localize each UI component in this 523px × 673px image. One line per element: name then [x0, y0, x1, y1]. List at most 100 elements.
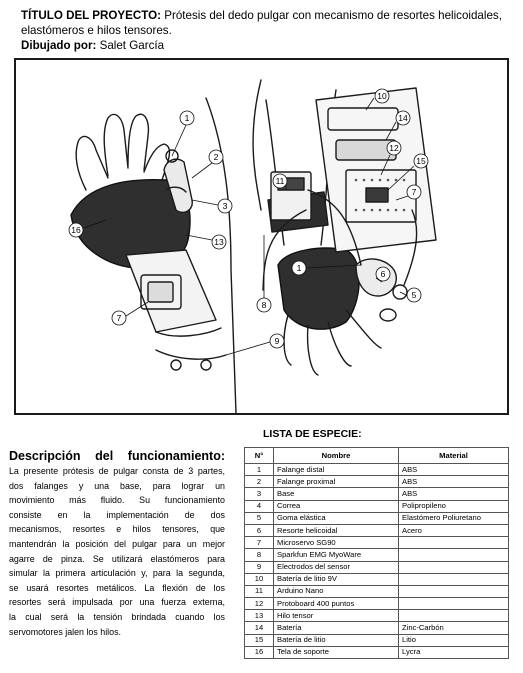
cell-number: 1 [245, 464, 274, 476]
description-line: dos falanges y una base, para lograr un [9, 479, 225, 494]
table-row: 10Batería de litio 9V [245, 573, 509, 585]
project-title-continued: elastómeros e hilos tensores. [21, 23, 511, 38]
cell-number: 5 [245, 512, 274, 524]
cell-number: 3 [245, 488, 274, 500]
left-servo-motor [148, 282, 173, 302]
cell-name: Batería de litio 9V [274, 573, 399, 585]
table-row: 4CorreaPolipropileno [245, 500, 509, 512]
cell-name: Goma elástica [274, 512, 399, 524]
species-table-header: N° Nombre Material [245, 448, 509, 464]
callout-label: 1 [185, 113, 190, 123]
callout-label: 12 [389, 143, 399, 153]
cell-material: ABS [399, 476, 509, 488]
callout-label: 14 [398, 113, 408, 123]
cell-name: Electrodos del sensor [274, 561, 399, 573]
prosthesis-drawing: 1 2 3 16 13 7 9 8 11 10 14 12 15 7 1 6 5 [14, 58, 509, 415]
left-finger-3 [128, 114, 148, 170]
cell-material: Elastómero Poliuretano [399, 512, 509, 524]
description-title-word: del [95, 449, 113, 463]
callout-label: 5 [412, 290, 417, 300]
species-table-body: 1Falange distalABS2Falange proximalABS3B… [245, 464, 509, 659]
cell-number: 9 [245, 561, 274, 573]
cell-material [399, 585, 509, 597]
cell-name: Correa [274, 500, 399, 512]
table-row: 9Electrodos del sensor [245, 561, 509, 573]
table-row: 14BateríaZinc-Carbón [245, 622, 509, 634]
description-body: La presente prótesis de pulgar consta de… [9, 464, 225, 639]
table-row: 6Resorte helicoidalAcero [245, 524, 509, 536]
cell-number: 11 [245, 585, 274, 597]
table-row: 1Falange distalABS [245, 464, 509, 476]
cell-name: Batería [274, 622, 399, 634]
species-list-title: LISTA DE ESPECIE: [263, 428, 362, 440]
right-support-glove [278, 248, 359, 329]
table-row: 7Microservo SG90 [245, 537, 509, 549]
cell-material: Litio [399, 634, 509, 646]
table-row: 16Tela de soporteLycra [245, 646, 509, 658]
cell-name: Sparkfun EMG MyoWare [274, 549, 399, 561]
description-line: movimiento más fluido. Su funcionamiento [9, 493, 225, 508]
cell-number: 2 [245, 476, 274, 488]
table-row: 15Batería de litioLitio [245, 634, 509, 646]
cell-material: ABS [399, 488, 509, 500]
cell-name: Resorte helicoidal [274, 524, 399, 536]
left-electrode-a [171, 360, 181, 370]
cell-material [399, 573, 509, 585]
description-title: Descripción del funcionamiento: [9, 449, 225, 463]
description-title-word: funcionamiento: [128, 449, 225, 463]
description-line: simular la primera articulación y, para … [9, 566, 225, 581]
callout-label: 15 [416, 156, 426, 166]
callout-label: 7 [117, 313, 122, 323]
callout-label: 6 [381, 269, 386, 279]
description-line: La presente prótesis de pulgar consta de… [9, 464, 225, 479]
lithium-battery [366, 188, 388, 202]
cell-name: Protoboard 400 puntos [274, 598, 399, 610]
description-line: agarre de pinza. Se utilizará elastómero… [9, 552, 225, 567]
header-number: N° [245, 448, 274, 464]
callout-5-right [400, 288, 421, 302]
cell-material: ABS [399, 464, 509, 476]
description-line: mecanismos, resortes e hilos tensores, q… [9, 522, 225, 537]
cell-material: Zinc-Carbón [399, 622, 509, 634]
table-row: 13Hilo tensor [245, 610, 509, 622]
description-title-word: Descripción [9, 449, 81, 463]
callout-label: 11 [276, 176, 285, 186]
cell-number: 7 [245, 537, 274, 549]
cell-name: Base [274, 488, 399, 500]
left-finger-1 [76, 136, 108, 190]
table-row: 12Protoboard 400 puntos [245, 598, 509, 610]
cell-name: Batería de litio [274, 634, 399, 646]
callout-label: 3 [223, 201, 228, 211]
cell-number: 15 [245, 634, 274, 646]
drawn-by-name: Salet García [100, 39, 164, 52]
species-table: N° Nombre Material 1Falange distalABS2Fa… [244, 447, 509, 659]
cell-number: 10 [245, 573, 274, 585]
left-electrode-b [201, 360, 211, 370]
cell-material: Acero [399, 524, 509, 536]
cell-number: 13 [245, 610, 274, 622]
cell-material [399, 598, 509, 610]
right-finger-2 [308, 325, 318, 375]
header-material: Material [399, 448, 509, 464]
cell-name: Tela de soporte [274, 646, 399, 658]
cell-number: 12 [245, 598, 274, 610]
left-electrode-cable [156, 350, 226, 359]
callout-label: 13 [214, 237, 224, 247]
cell-number: 14 [245, 622, 274, 634]
cell-name: Falange distal [274, 464, 399, 476]
drawn-by-line: Dibujado por: Salet García [21, 38, 511, 53]
description-line: resortes será impulsada por una fuerza e… [9, 595, 225, 610]
cell-number: 4 [245, 500, 274, 512]
description-line: mantendrán la posición del pulgar para u… [9, 537, 225, 552]
callout-1-left [172, 111, 194, 156]
callout-label: 8 [262, 300, 267, 310]
prosthesis-illustration: 1 2 3 16 13 7 9 8 11 10 14 12 15 7 1 6 5 [16, 60, 507, 413]
left-arm-upper-outline [253, 80, 261, 210]
cell-number: 6 [245, 524, 274, 536]
cell-material: Lycra [399, 646, 509, 658]
callout-label: 2 [214, 152, 219, 162]
callout-label: 10 [377, 91, 387, 101]
cell-name: Arduino Nano [274, 585, 399, 597]
cell-name: Microservo SG90 [274, 537, 399, 549]
table-row: 2Falange proximalABS [245, 476, 509, 488]
